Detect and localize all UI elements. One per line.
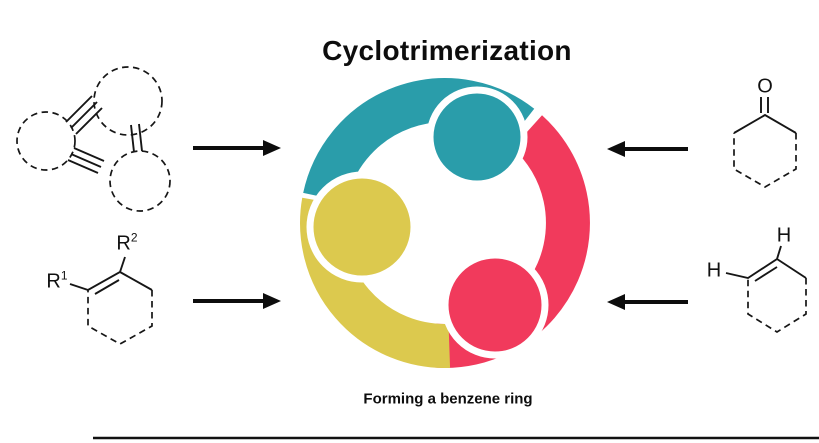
r1-base: R [46, 270, 61, 293]
dashed-ring-top [93, 66, 163, 136]
double-bond-right [130, 123, 143, 153]
triple-bond-top [65, 95, 103, 135]
vinyl-solid-bonds [725, 245, 807, 282]
alkene-structure [69, 256, 153, 345]
teal-circle [426, 86, 528, 188]
alkene-dashed-bonds [87, 290, 153, 345]
cyclohexanone-structure [733, 97, 797, 188]
dashed-ring-bottom [109, 150, 171, 212]
bottom-right-arrow-icon [607, 294, 688, 310]
reaction-arrows [193, 140, 688, 310]
dashed-ring-left [16, 111, 76, 171]
r1-superscript: 1 [60, 268, 68, 283]
oxygen-label: O [757, 75, 773, 98]
vinyl-dashed-bonds [747, 278, 807, 334]
r2-superscript: 2 [130, 230, 138, 245]
top-right-arrow-icon [607, 141, 688, 157]
vinyl-structure [725, 245, 807, 334]
carbonyl-double-bond [760, 97, 769, 113]
red-circle [441, 251, 549, 359]
alkene-solid-bonds [69, 256, 153, 295]
bottom-left-arrow-icon [193, 293, 281, 309]
top-left-arrow-icon [193, 140, 281, 156]
diagram-caption: Forming a benzene ring [363, 390, 533, 408]
hydrogen-left-label: H [706, 259, 722, 282]
ketone-solid-bonds [733, 113, 797, 134]
ketone-dashed-bonds [733, 133, 797, 188]
hydrogen-top-label: H [776, 224, 792, 247]
page-title: Cyclotrimerization [322, 34, 572, 66]
alkyne-trimer-structure [16, 66, 171, 212]
yellow-circle [306, 171, 418, 283]
r2-base: R [116, 232, 131, 255]
r2-label: R2 [116, 231, 137, 256]
cycle-graphic [300, 78, 590, 368]
triple-bond-bottom [67, 147, 105, 174]
r1-label: R1 [46, 269, 67, 294]
